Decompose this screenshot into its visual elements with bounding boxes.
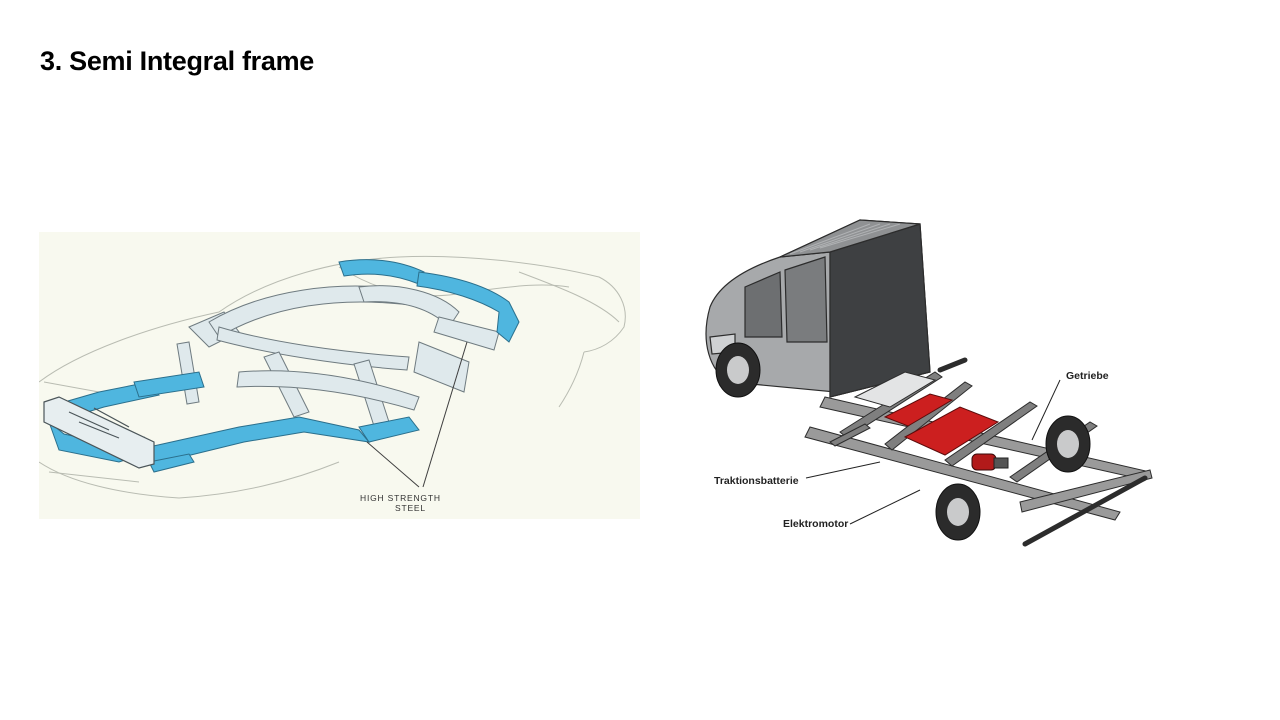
ev-chassis-drawing: Getriebe Traktionsbatterie Elektromotor [705,219,1153,547]
car-frame-illustration: HIGH STRENGTH STEEL [39,232,640,519]
front-wheel [715,342,761,398]
electric-motor [971,453,1009,471]
label-getriebe: Getriebe [1066,370,1109,382]
callout-steel: STEEL [395,503,426,513]
label-traktionsbatterie: Traktionsbatterie [714,475,799,487]
label-elektromotor: Elektromotor [783,518,848,530]
slide-title: 3. Semi Integral frame [40,46,315,76]
car-frame-drawing: HIGH STRENGTH STEEL [39,255,626,513]
traction-battery [883,393,1000,456]
callout-high-strength: HIGH STRENGTH [360,493,441,503]
rear-wheel-left [935,483,981,541]
rear-wheel-right [1045,415,1091,473]
ev-chassis-illustration: Getriebe Traktionsbatterie Elektromotor [690,212,1170,562]
